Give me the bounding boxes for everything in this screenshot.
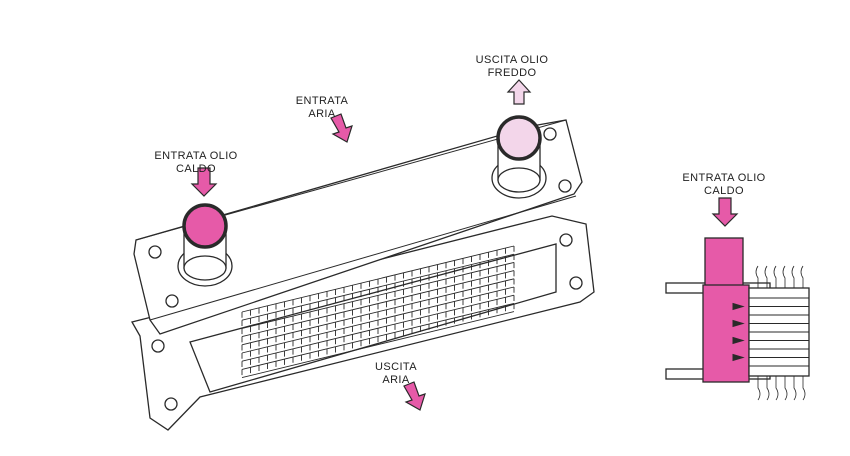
mount-hole bbox=[165, 398, 177, 410]
mount-hole bbox=[152, 340, 164, 352]
section-air-stream-out bbox=[794, 376, 796, 400]
hot-oil-inlet-fitting bbox=[178, 205, 232, 286]
section-air-stream-out bbox=[803, 376, 805, 400]
cold-oil-outlet-fitting bbox=[492, 117, 546, 198]
label-section-hot-oil-inlet: ENTRATA OLIO CALDO bbox=[682, 172, 765, 198]
section-air-stream-in bbox=[774, 266, 776, 288]
section-air-stream-in bbox=[783, 266, 785, 288]
label-hot-oil-inlet: ENTRATA OLIO CALDO bbox=[154, 150, 237, 176]
section-header-inlet bbox=[705, 238, 743, 286]
section-air-stream-in bbox=[792, 266, 794, 288]
section-detail bbox=[666, 238, 809, 382]
section-air-stream-in bbox=[801, 266, 803, 288]
section-air-stream-out bbox=[776, 376, 778, 400]
label-air-outlet: USCITA ARIA bbox=[375, 361, 417, 387]
mount-hole bbox=[166, 295, 178, 307]
mount-hole bbox=[149, 246, 161, 258]
section-air-stream-out bbox=[785, 376, 787, 400]
label-cold-oil-outlet: USCITA OLIO FREDDO bbox=[476, 54, 549, 80]
label-air-inlet: ENTRATA ARIA bbox=[296, 95, 349, 121]
mount-hole bbox=[559, 180, 571, 192]
cold-oil-outlet-arrow bbox=[508, 80, 530, 104]
mount-hole bbox=[560, 234, 572, 246]
section-inlet-arrow bbox=[713, 198, 737, 226]
mount-hole bbox=[544, 128, 556, 140]
mount-hole bbox=[570, 277, 582, 289]
section-header-body bbox=[703, 285, 749, 382]
